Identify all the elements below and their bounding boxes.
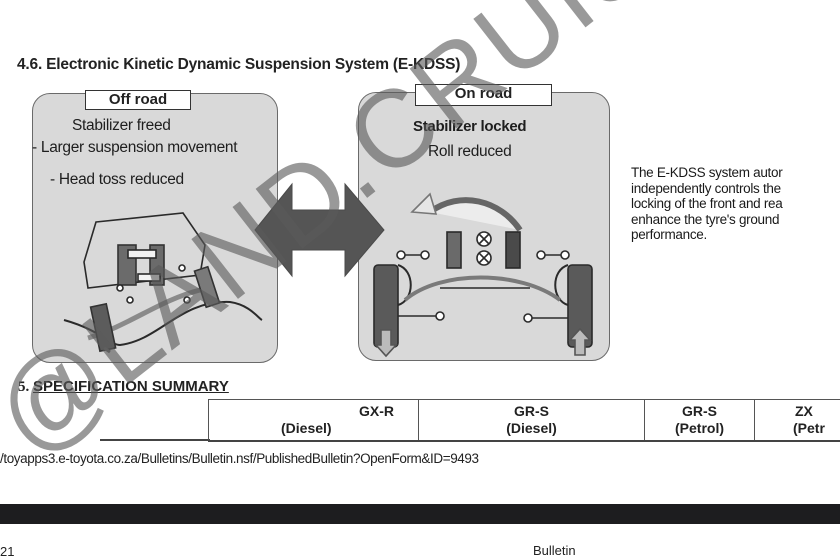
description-line: enhance the tyre's ground: [631, 211, 780, 227]
column-model: ZX: [795, 403, 813, 419]
description-line: performance.: [631, 227, 707, 242]
spec-summary-table: GX-R (Diesel) GR-S (Diesel) GR-S (Petrol…: [208, 399, 840, 442]
on-road-suspension-diagram: [373, 192, 593, 358]
source-url: /toyapps3.e-toyota.co.za/Bulletins/Bulle…: [0, 451, 479, 466]
spec-summary-title: SPECIFICATION SUMMARY: [33, 378, 229, 395]
column-fuel: (Diesel): [281, 420, 332, 436]
off-road-suspension-diagram: [63, 212, 263, 354]
mode-switch-arrow-icon: [254, 182, 385, 278]
spec-summary-heading: 5. SPECIFICATION SUMMARY: [18, 378, 229, 396]
column-model: GR-S: [514, 403, 549, 419]
column-fuel: (Diesel): [506, 420, 557, 436]
footer-bulletin-label: Bulletin: [533, 543, 576, 558]
column-fuel: (Petr: [793, 420, 825, 436]
off-road-line-1: Stabilizer freed: [72, 117, 171, 134]
column-model: GX-R: [359, 403, 394, 419]
spec-column-grs-diesel: GR-S (Diesel): [418, 400, 644, 440]
on-road-line-2: Roll reduced: [428, 143, 512, 160]
page-separator-bar: [0, 504, 840, 524]
column-fuel: (Petrol): [675, 420, 724, 436]
description-line: The E-KDSS system autor: [631, 165, 783, 180]
description-line: locking of the front and rea: [631, 196, 783, 211]
spec-column-gxr-diesel: GX-R (Diesel): [208, 400, 418, 440]
on-road-label: On road: [415, 84, 552, 106]
on-road-line-1: Stabilizer locked: [413, 118, 527, 135]
column-model: GR-S: [682, 403, 717, 419]
off-road-line-2: - Larger suspension movement: [32, 139, 238, 156]
footer-page-fragment: 21: [0, 544, 15, 559]
spec-column-zx-petrol: ZX (Petr: [754, 400, 840, 440]
table-rule: [100, 439, 210, 441]
spec-column-grs-petrol: GR-S (Petrol): [644, 400, 754, 440]
ekdss-description: The E-KDSS system autor independently co…: [631, 165, 840, 243]
section-heading: 4.6. Electronic Kinetic Dynamic Suspensi…: [17, 56, 461, 73]
off-road-line-3: - Head toss reduced: [50, 171, 184, 188]
description-line: independently controls the: [631, 180, 781, 196]
off-road-label: Off road: [85, 90, 191, 110]
spec-summary-number: 5.: [18, 379, 30, 395]
